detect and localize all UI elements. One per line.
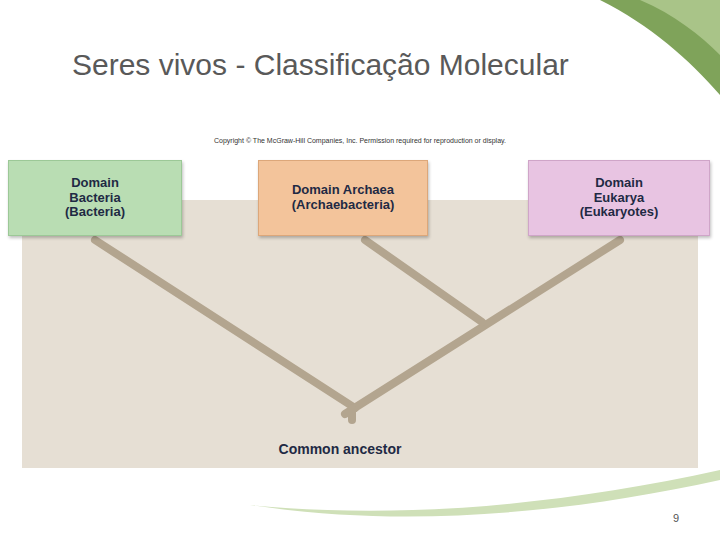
copyright-note: Copyright © The McGraw-Hill Companies, I… [214,137,506,144]
bottom-swoosh [250,470,720,517]
box-text-group: Domain Bacteria (Bacteria) [65,176,125,221]
phylogenetic-tree [95,240,620,420]
domain-box: Domain Archaea (Archaebacteria) [258,160,428,236]
domain-box: Domain Eukarya (Eukaryotes) [528,160,710,236]
tree-panel [22,200,698,468]
domain-label: Domain Bacteria (Bacteria) [65,176,125,221]
box-text-group: Domain Eukarya (Eukaryotes) [580,176,659,221]
corner-swoosh [600,0,720,95]
ancestor-label: Common ancestor [279,441,402,457]
corner-swoosh-light [640,0,720,55]
domain-label: Domain Archaea (Archaebacteria) [292,183,395,213]
page-number: 9 [673,512,679,524]
domain-label: Domain Eukarya (Eukaryotes) [580,176,659,221]
slide-title: Seres vivos - Classificação Molecular [72,48,569,82]
box-text-group: Domain Archaea (Archaebacteria) [292,183,395,213]
domain-box: Domain Bacteria (Bacteria) [8,160,182,236]
